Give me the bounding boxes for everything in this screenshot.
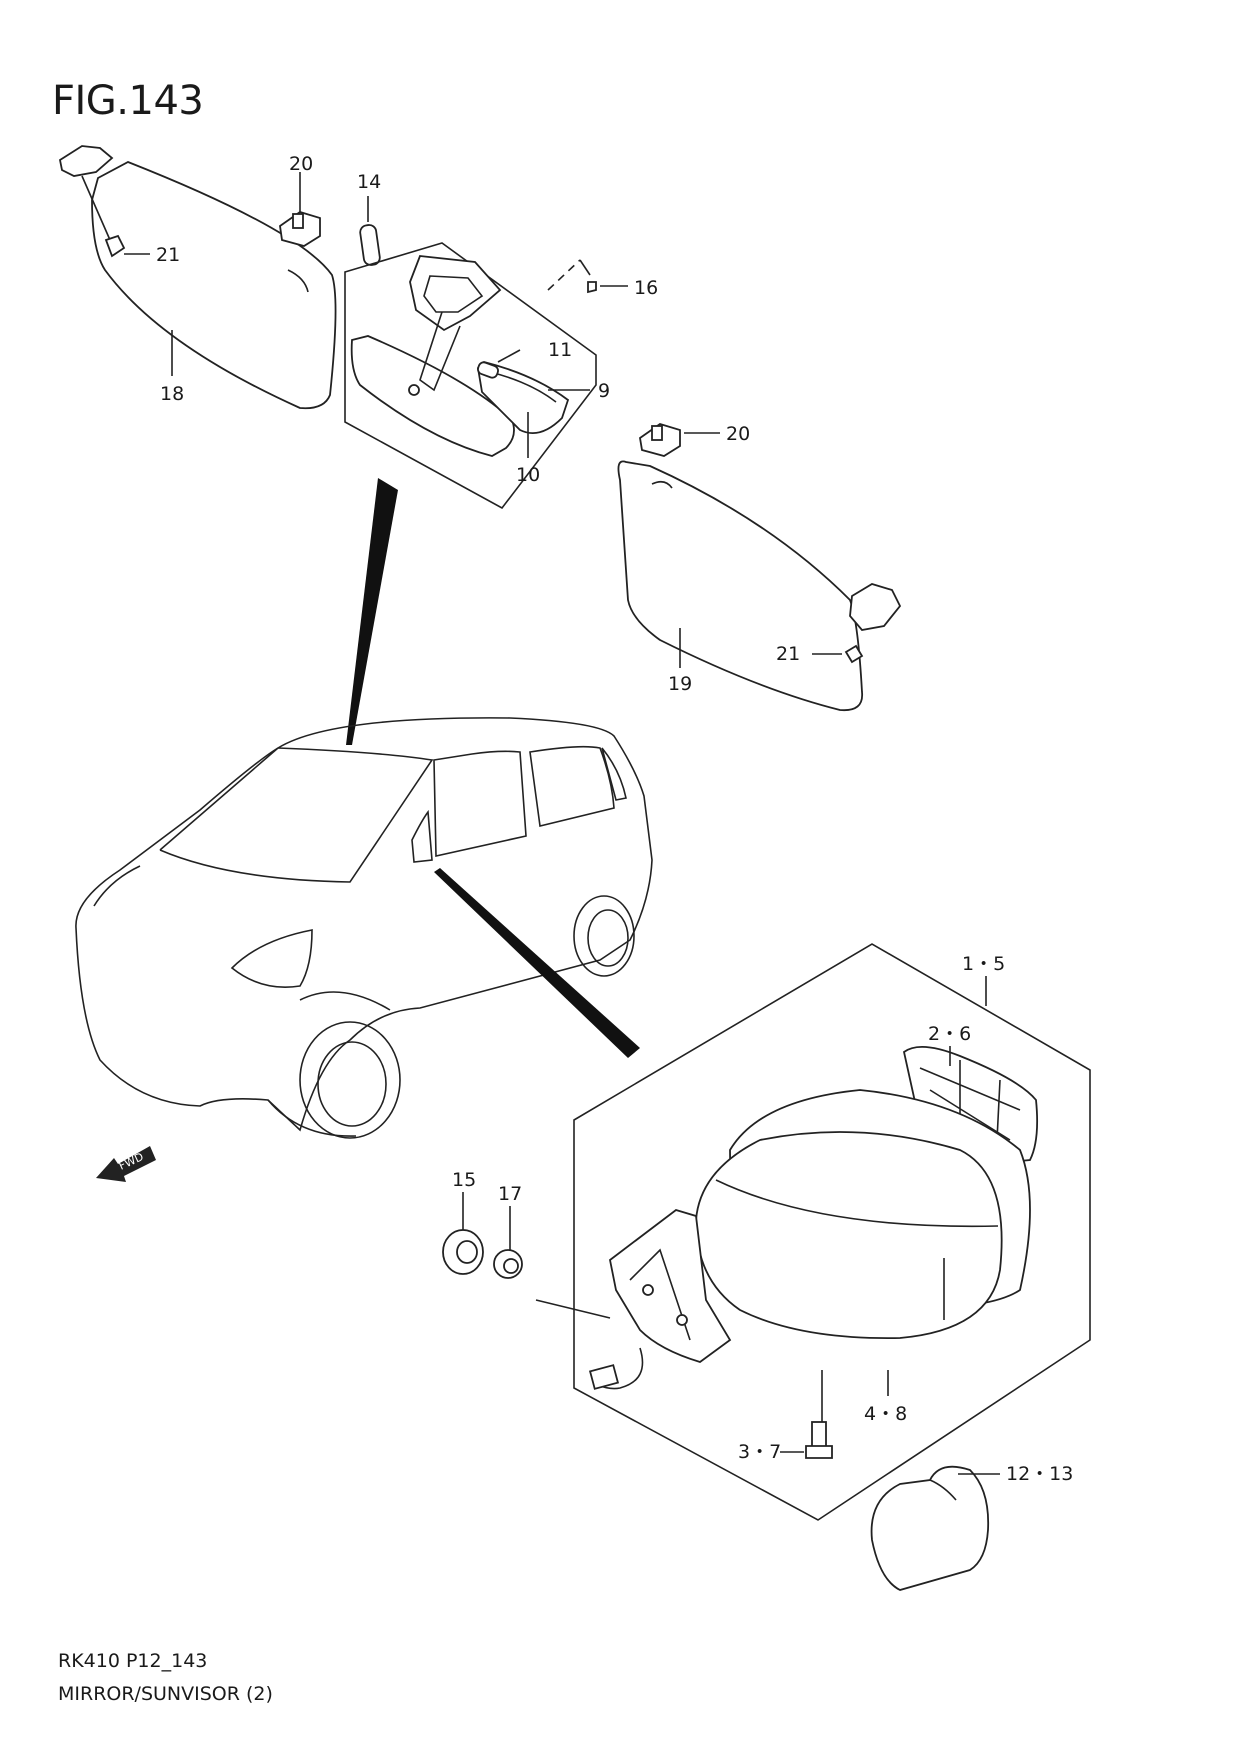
- figure-code: RK410 P12_143: [58, 1650, 208, 1672]
- pointer-wedge-bottom: [434, 868, 640, 1058]
- nut-17: [493, 1206, 523, 1279]
- callout-16: 16: [634, 277, 658, 299]
- callout-17: 17: [498, 1183, 522, 1205]
- fwd-arrow-icon: FWD: [96, 1146, 156, 1182]
- callout-20-right: 20: [726, 423, 750, 445]
- callout-19: 19: [668, 673, 692, 695]
- callout-21-right: 21: [776, 643, 800, 665]
- rear-view-mirror-box: [344, 242, 628, 510]
- callout-12-13: 12・13: [1006, 1463, 1073, 1485]
- screw-part: [780, 1421, 833, 1459]
- callout-1-5: 1・5: [962, 953, 1005, 975]
- mirror-cover-part: [870, 1465, 1000, 1591]
- callout-20-top: 20: [289, 153, 313, 175]
- car-outline: [75, 717, 653, 1139]
- callout-21-left: 21: [156, 244, 180, 266]
- sunvisor-holder-top: [279, 172, 321, 247]
- sunvisor-holder-right: [639, 423, 720, 457]
- callout-14: 14: [357, 171, 381, 193]
- callout-11: 11: [548, 339, 572, 361]
- callout-9: 9: [598, 380, 610, 402]
- callout-15: 15: [452, 1169, 476, 1191]
- sun-visor-left: [58, 145, 337, 410]
- figure-title: FIG.143: [52, 78, 204, 124]
- sun-visor-right: [617, 460, 902, 712]
- figure-description: MIRROR/SUNVISOR (2): [58, 1683, 273, 1705]
- callout-10: 10: [516, 464, 540, 486]
- callout-2-6: 2・6: [928, 1023, 971, 1045]
- bulb-part: [359, 196, 381, 266]
- callout-18: 18: [160, 383, 184, 405]
- callout-3-7: 3・7: [738, 1441, 781, 1463]
- pointer-wedge-top: [346, 478, 398, 745]
- callout-4-8: 4・8: [864, 1403, 907, 1425]
- outside-mirror-box: [535, 943, 1091, 1521]
- grommet-15: [442, 1192, 484, 1275]
